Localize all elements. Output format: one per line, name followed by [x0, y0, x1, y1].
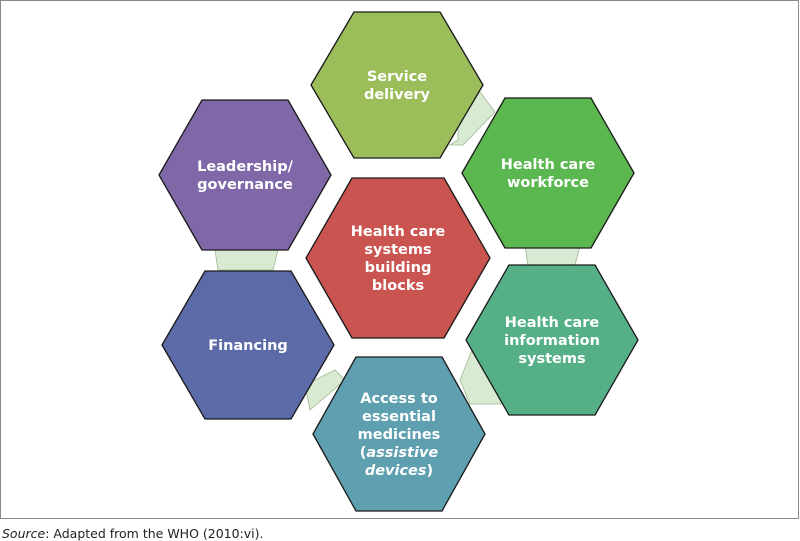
hexagon-shape-financing	[161, 270, 335, 420]
label-line: essential	[362, 409, 436, 425]
diagram-frame	[0, 0, 799, 519]
hexagon-label-financing: Financing	[208, 338, 288, 354]
hexagon-label-service-delivery: Service delivery	[364, 69, 431, 103]
label-line: medicines	[358, 427, 441, 443]
label-segment: systems	[364, 242, 431, 258]
hexagon-shape-health-care-workforce	[461, 97, 635, 249]
label-line: Leadership/	[197, 159, 294, 175]
label-line: workforce	[507, 175, 589, 191]
hexagon-financing: Financing	[161, 270, 335, 420]
label-segment: blocks	[372, 278, 424, 294]
label-segment: Service	[367, 69, 427, 85]
hexagon-health-care-systems-building-blocks: Health care systems building blocks	[305, 177, 491, 339]
label-segment: workforce	[507, 175, 589, 191]
label-line: Financing	[208, 338, 288, 354]
label-segment: assistive	[366, 445, 438, 461]
label-line: Service	[367, 69, 427, 85]
label-line: building	[365, 260, 432, 276]
label-line: (assistive	[360, 445, 439, 461]
label-segment: Leadership/	[197, 159, 294, 175]
hexagon-label-health-care-systems-building-blocks: Health care systems building blocks	[351, 224, 446, 294]
source-note: Source: Adapted from the WHO (2010:vi).	[2, 526, 264, 541]
hexagon-access-to-essential-medicines: Access to essential medicines (assistive dev…	[312, 356, 486, 512]
label-line: Access to	[360, 391, 437, 407]
label-segment: systems	[518, 351, 585, 367]
label-segment: delivery	[364, 87, 431, 103]
hexagon-shape-access-to-essential-medicines	[312, 356, 486, 512]
label-line: information	[504, 333, 600, 349]
hexagon-shape-leadership-governance	[158, 99, 332, 251]
label-segment: medicines	[358, 427, 441, 443]
label-line: devices)	[365, 463, 433, 479]
label-segment: (	[360, 445, 367, 461]
hexagon-shape-service-delivery	[310, 11, 484, 159]
hexagon-health-care-workforce: Health care workforce	[461, 97, 635, 249]
label-segment: Access to	[360, 391, 437, 407]
label-segment: essential	[362, 409, 436, 425]
label-segment: devices	[365, 463, 427, 479]
hexagon-label-leadership-governance: Leadership/governance	[197, 159, 294, 193]
label-segment: )	[427, 463, 434, 479]
hexagon-label-health-care-workforce: Health care workforce	[501, 157, 596, 191]
label-line: delivery	[364, 87, 431, 103]
hexagon-shape-health-care-systems-building-blocks	[305, 177, 491, 339]
hexagon-health-care-information-systems: Health care information systems	[465, 264, 639, 416]
hexagon-shape-health-care-information-systems	[465, 264, 639, 416]
connector-financing-leadership	[214, 249, 279, 271]
source-prefix: Source	[2, 526, 46, 541]
label-line: systems	[364, 242, 431, 258]
label-segment: building	[365, 260, 432, 276]
label-line: Health care	[501, 157, 596, 173]
source-text: : Adapted from the WHO (2010:vi).	[45, 526, 264, 541]
label-segment: Health care	[505, 315, 600, 331]
label-segment: Health care	[501, 157, 596, 173]
hexagon-label-health-care-information-systems: Health care information systems	[504, 315, 600, 367]
hexagon-label-access-to-essential-medicines: Access to essential medicines (assistive dev…	[358, 391, 441, 479]
label-segment: Financing	[208, 338, 288, 354]
label-line: blocks	[372, 278, 424, 294]
connectors	[214, 91, 581, 411]
connector-workforce-information	[524, 245, 581, 266]
label-line: systems	[518, 351, 585, 367]
label-segment: information	[504, 333, 600, 349]
label-line: Health care	[351, 224, 446, 240]
hexagon-service-delivery: Service delivery	[310, 11, 484, 159]
label-segment: governance	[197, 177, 293, 193]
label-line: Health care	[505, 315, 600, 331]
hexagon-leadership-governance: Leadership/governance	[158, 99, 332, 251]
label-segment: Health care	[351, 224, 446, 240]
label-line: governance	[197, 177, 293, 193]
